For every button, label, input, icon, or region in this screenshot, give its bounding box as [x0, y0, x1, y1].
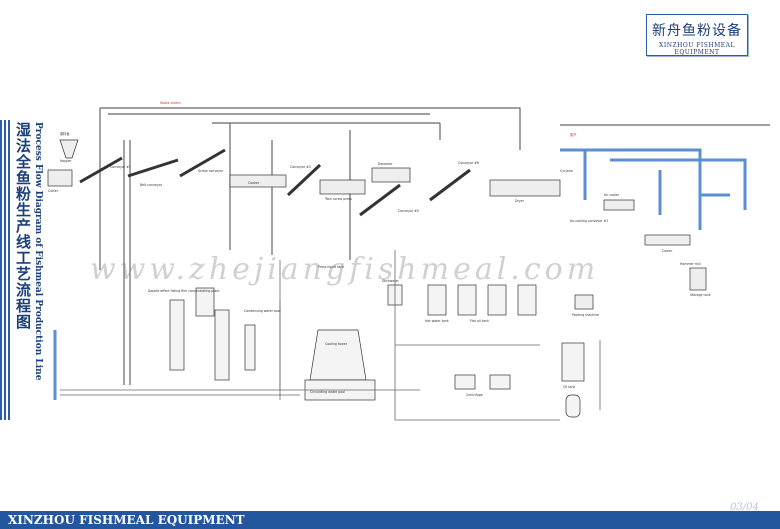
fish-oil-tank-1-shape — [457, 284, 477, 316]
label-circulating-pool: Circulating water pool — [310, 390, 345, 394]
label-cooling-tower: Cooling tower — [325, 342, 348, 346]
label-cooker: Cooker — [248, 181, 260, 185]
footer-bar: XINZHOU FISHMEAL EQUIPMENT — [0, 511, 780, 529]
fish-oil-tank-3-shape — [517, 284, 537, 316]
label-cutter: Cutter — [48, 189, 59, 193]
condensate-tank-shape — [565, 394, 581, 418]
dryer-shape — [489, 179, 561, 197]
conveyor5-shape — [359, 183, 401, 217]
evaporator-3-shape — [244, 324, 256, 371]
label-hopper: Hopper — [60, 159, 72, 163]
company-logo: 新舟鱼粉设备 XINZHOU FISHMEAL EQUIPMENT — [646, 14, 748, 56]
storage-tank-shape — [689, 267, 707, 291]
label-press: Twin screw press — [324, 197, 352, 201]
label-stickwater: Stickwater — [382, 279, 400, 283]
belt-conveyor-shape — [127, 158, 179, 178]
evaporator-1-shape — [169, 299, 185, 371]
cooker-shape — [229, 174, 287, 188]
twin-screw-press-shape — [319, 179, 366, 195]
steam-pipes — [99, 107, 770, 385]
label-decanter: Decanter — [378, 162, 393, 166]
website-watermark: www.zhejiangfishmeal.com — [90, 252, 600, 287]
label-evaporator: Double effect falling film concentrating… — [148, 289, 220, 293]
air-ducts — [53, 148, 747, 400]
label-belt-conveyor: Belt conveyor — [140, 183, 163, 187]
label-hot-water-tank: Hot water tank — [425, 319, 449, 323]
label-steam: 蒸汽 — [570, 132, 577, 137]
label-conveyor1: Conveyor #1 — [110, 165, 131, 169]
air-cooler-shape — [603, 199, 635, 211]
hopper-shape — [59, 139, 79, 159]
label-cooler: Cooler — [662, 249, 673, 253]
label-air-cooler: Air cooler — [604, 193, 620, 197]
label-press-liquid: Press liquid tank — [318, 265, 344, 269]
label-waste-steam: Waste steam — [160, 101, 181, 105]
condenser-tank-shape — [195, 287, 215, 317]
label-hammer-mill: Hammer mill — [680, 262, 701, 266]
cutter-shape — [47, 169, 73, 187]
evaporator-2-shape — [214, 309, 230, 381]
page-title-en: Process Flow Diagram of Fishmeal Product… — [33, 122, 43, 381]
cooling-tower-shape — [309, 329, 367, 381]
label-storage-tank: Storage tank — [690, 293, 711, 297]
decanter-shape — [371, 167, 411, 183]
packing-machine-shape — [574, 294, 594, 310]
label-cyclone: Cyclone — [560, 169, 573, 173]
oil-tank-shape — [561, 342, 585, 382]
equipment-group-tanks — [169, 284, 585, 418]
label-oil-tank: Oil tank — [563, 385, 576, 389]
lower-pipes — [60, 250, 601, 421]
centrifuge-1-shape — [454, 374, 476, 390]
logo-text-en: XINZHOU FISHMEAL EQUIPMENT — [659, 42, 735, 56]
label-screw-conveyor: Screw conveyor — [198, 169, 224, 173]
conveyor3-shape — [286, 163, 322, 197]
logo-text-cn: 新舟鱼粉设备 — [652, 23, 742, 39]
conveyor1-shape — [79, 156, 123, 184]
fish-oil-tank-2-shape — [487, 284, 507, 316]
label-condenser: Condensing water pool — [244, 309, 281, 313]
hot-water-tank-shape — [427, 284, 447, 316]
label-dryer: Dryer — [515, 199, 525, 203]
page-number: 03/04 — [730, 502, 759, 513]
centrifuge-2-shape — [489, 374, 511, 390]
label-conveyor6: Conveyor #6 — [458, 161, 479, 165]
label-conveyor3: Conveyor #3 — [290, 165, 311, 169]
page-title-cn: 湿法全鱼粉生产线工艺流程图 — [14, 122, 32, 330]
footer-brand: XINZHOU FISHMEAL EQUIPMENT — [8, 513, 245, 527]
left-stripe-bar — [0, 120, 12, 420]
label-centrifuge: Centrifuge — [466, 393, 483, 397]
label-raw-fish: 原料鱼 — [60, 131, 70, 136]
screw-conveyor-shape — [179, 148, 226, 178]
equipment-group-front — [47, 139, 707, 310]
label-packing-machine: Packing machine — [572, 313, 599, 317]
cooler-shape — [644, 234, 691, 246]
diagram-labels: 原料鱼 Hopper Cutter Conveyor #1 Belt conve… — [48, 101, 711, 397]
label-fish-oil-tank: Fish oil tank — [470, 319, 489, 323]
label-conveyor5: Conveyor #5 — [398, 209, 419, 213]
conveyor6-shape — [429, 168, 471, 202]
label-air-cooling-conveyor: Air-cooling conveyor #1 — [570, 219, 608, 223]
